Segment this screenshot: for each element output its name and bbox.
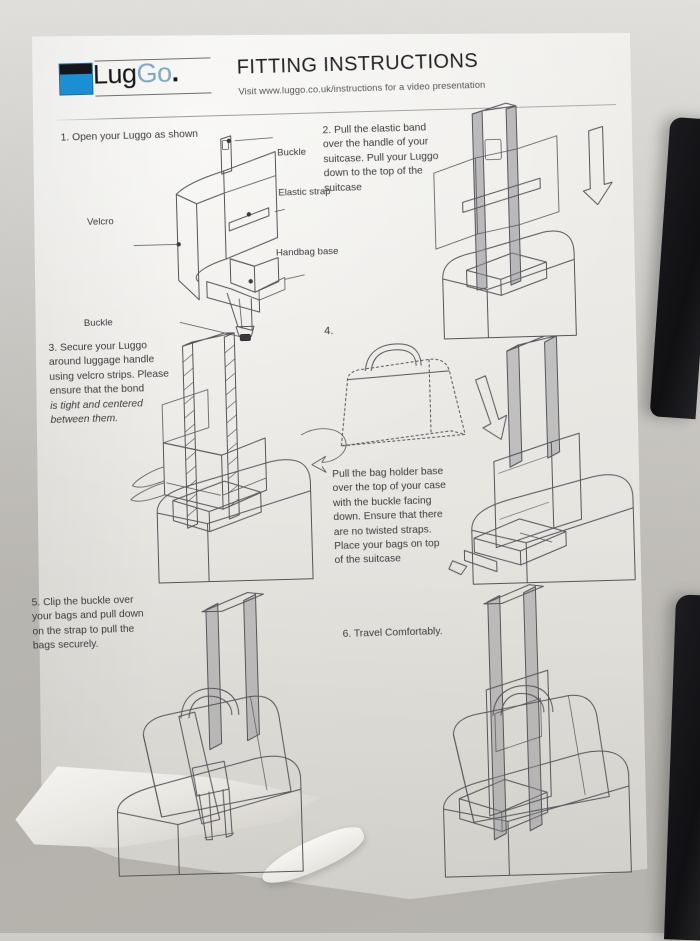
step-5-illustration: [101, 590, 359, 877]
logo-dot: .: [171, 57, 179, 88]
step-1-label-elastic-strap: Elastic strap: [278, 186, 331, 199]
luggo-logo: LugGo.: [58, 54, 212, 97]
instruction-sheet: LugGo. FITTING INSTRUCTIONS Visit www.lu…: [20, 20, 654, 917]
logo-word-lug: Lug: [92, 58, 137, 90]
step-3-illustration: [130, 327, 393, 584]
step-4-bag-illustration: [328, 335, 521, 460]
step-1-label-buckle-top: Buckle: [277, 146, 307, 159]
page-title: FITTING INSTRUCTIONS: [236, 49, 479, 79]
logo-rule-bottom: [95, 92, 212, 97]
step-6-illustration: [425, 581, 673, 878]
step-1-label-velcro: Velcro: [86, 216, 114, 228]
step-2-illustration: [420, 102, 631, 342]
logo-mark-top-bar: [59, 63, 92, 75]
logo-mark-icon: [58, 62, 94, 96]
page-subtitle: Visit www.luggo.co.uk/instructions for a…: [238, 78, 486, 97]
step-4-illustration: [448, 329, 665, 585]
step-1-label-buckle-bottom: Buckle: [83, 317, 113, 330]
step-1-label-handbag-base: Handbag base: [275, 245, 339, 259]
logo-wordmark: LugGo.: [92, 54, 179, 92]
logo-word-go: Go: [136, 57, 172, 89]
step-4-number: 4.: [324, 325, 334, 338]
step-1-illustration: [123, 127, 359, 343]
